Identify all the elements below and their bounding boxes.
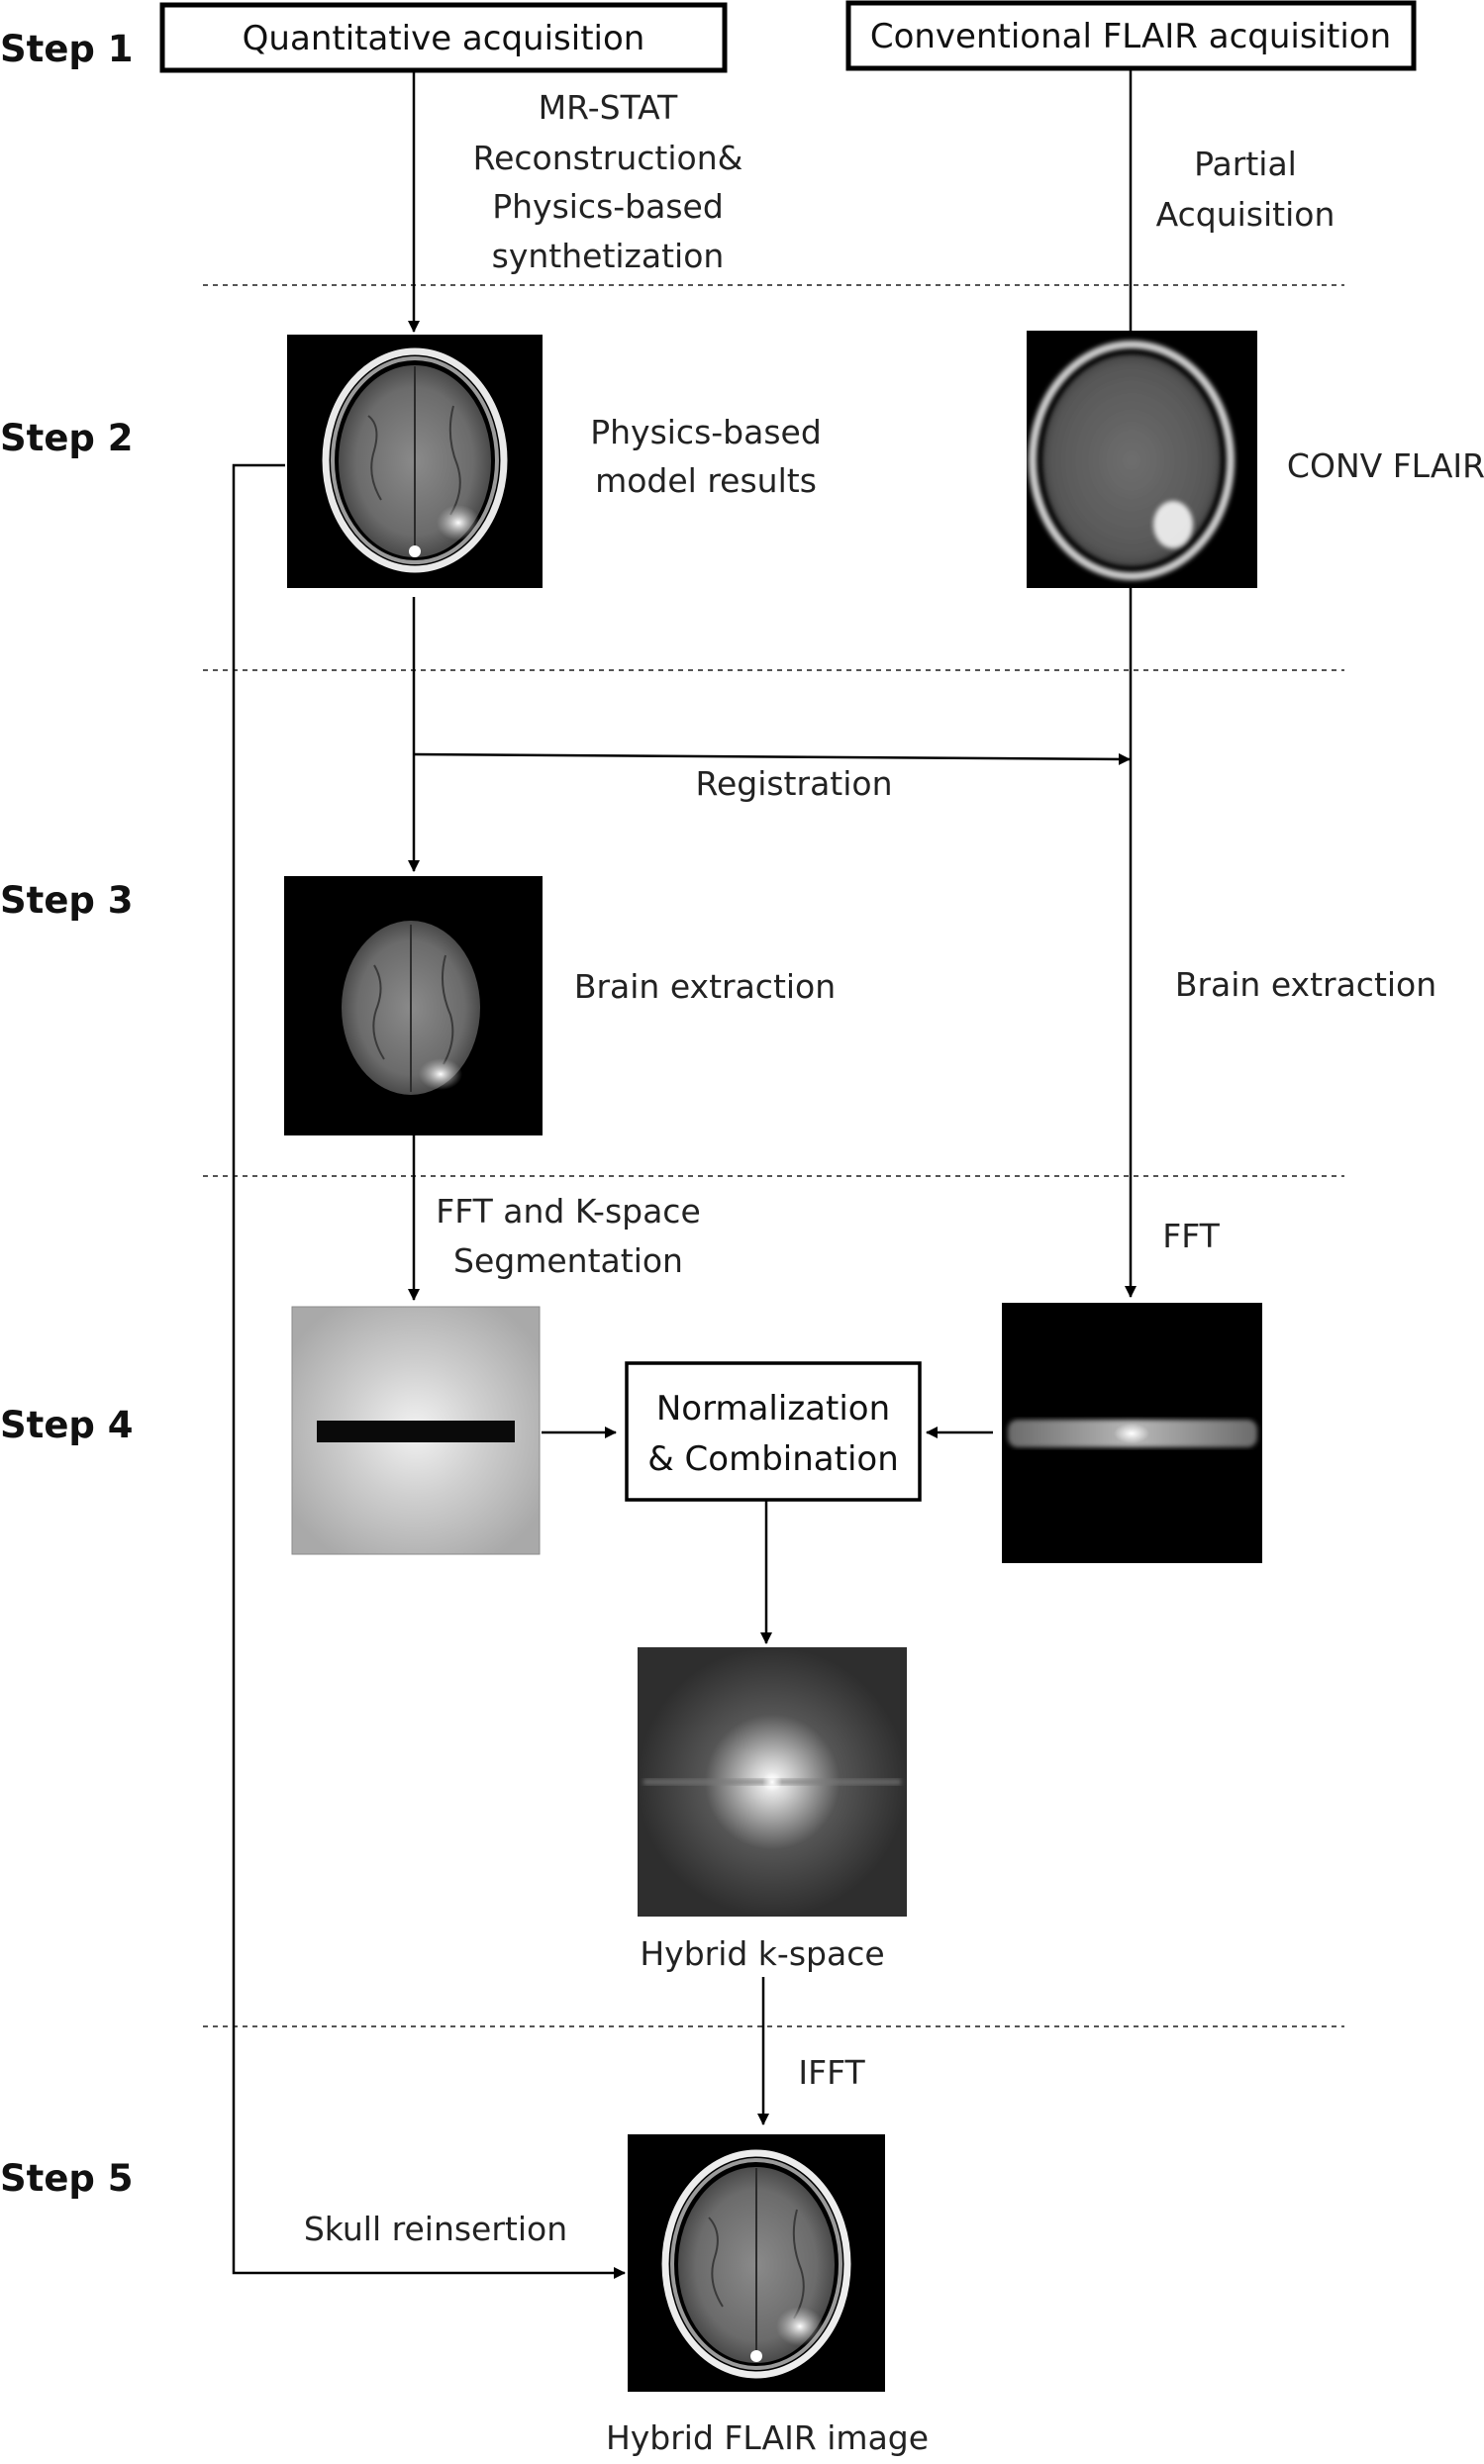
step-4-label: Step 4 bbox=[0, 1404, 134, 1446]
physics-caption-line-1: Physics-based bbox=[590, 413, 822, 451]
brain-extraction-right-caption: Brain extraction bbox=[1175, 965, 1436, 1004]
hybrid-kspace-caption: Hybrid k-space bbox=[640, 1934, 884, 1973]
step-1-label: Step 1 bbox=[0, 28, 134, 70]
normalization-combination-box: Normalization & Combination bbox=[625, 1361, 922, 1502]
arrow-skull-reinsertion bbox=[232, 463, 626, 2279]
flair-kspace-image bbox=[1002, 1303, 1262, 1563]
mrstat-caption-line-3: Physics-based bbox=[492, 187, 724, 226]
normalization-label-line-1: Normalization bbox=[656, 1389, 890, 1429]
brain-extraction-image bbox=[284, 876, 543, 1135]
normalization-label-line-2: & Combination bbox=[647, 1439, 899, 1479]
mrstat-caption-line-2: Reconstruction& bbox=[473, 139, 743, 177]
physics-based-result-image bbox=[287, 335, 543, 588]
fft-kspace-caption-line-1: FFT and K-space bbox=[436, 1192, 701, 1231]
quantitative-acquisition-box: Quantitative acquisition bbox=[159, 2, 728, 73]
mrstat-caption-line-1: MR-STAT bbox=[539, 88, 679, 127]
step-3-label: Step 3 bbox=[0, 879, 134, 922]
partial-acquisition-line-2: Acquisition bbox=[1156, 195, 1336, 234]
hybrid-flair-caption: Hybrid FLAIR image bbox=[606, 2418, 929, 2457]
step-5-label: Step 5 bbox=[0, 2157, 134, 2200]
hybrid-kspace-image bbox=[638, 1647, 907, 1917]
fft-kspace-caption-line-2: Segmentation bbox=[453, 1241, 683, 1280]
brain-extraction-left-caption: Brain extraction bbox=[574, 967, 836, 1006]
conventional-flair-box: Conventional FLAIR acquisition bbox=[845, 0, 1417, 71]
conv-flair-caption: CONV FLAIR bbox=[1287, 446, 1484, 485]
conv-flair-image bbox=[1027, 331, 1257, 588]
partial-acquisition-line-1: Partial bbox=[1194, 145, 1297, 183]
ifft-caption: IFFT bbox=[798, 2053, 865, 2092]
registration-caption: Registration bbox=[696, 764, 893, 803]
conventional-flair-label: Conventional FLAIR acquisition bbox=[870, 17, 1391, 56]
skull-reinsertion-caption: Skull reinsertion bbox=[304, 2210, 567, 2248]
quantitative-acquisition-label: Quantitative acquisition bbox=[243, 19, 645, 58]
fft-caption: FFT bbox=[1162, 1217, 1220, 1255]
mrstat-caption-line-4: synthetization bbox=[492, 237, 725, 275]
segmented-kspace-image bbox=[291, 1306, 541, 1555]
hybrid-flair-image bbox=[628, 2134, 885, 2392]
step-2-label: Step 2 bbox=[0, 417, 134, 459]
physics-caption-line-2: model results bbox=[595, 461, 817, 500]
arrow-registration bbox=[413, 752, 1131, 765]
